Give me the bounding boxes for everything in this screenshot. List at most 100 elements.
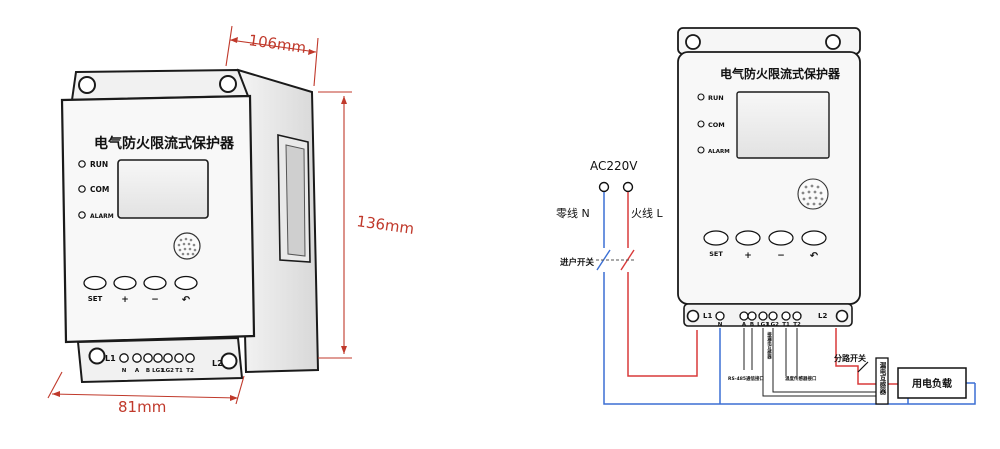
load-box [897, 367, 967, 399]
wiring-minus-button[interactable] [768, 230, 794, 246]
terminal-label: B [750, 322, 754, 328]
wiring-set-button[interactable] [703, 230, 729, 246]
indicator-com-label: COM [90, 185, 109, 194]
incoming-switch-label: 进户开关 [560, 257, 595, 268]
terminal-label: T1 [782, 322, 790, 328]
wiring-set-label: SET [709, 250, 723, 258]
terminal-screw-icon [132, 353, 142, 363]
leak-sensor-label: 漏电互感器 [878, 361, 887, 396]
terminal-label: T2 [793, 322, 801, 328]
rs485-note: RS-485通信接口 [728, 375, 764, 382]
leak-sensor-note: 接漏电互感器 [767, 331, 773, 361]
device-front-panel [60, 94, 256, 344]
plus-button[interactable] [113, 275, 137, 291]
branch-switch-label: 分路开关 [834, 353, 866, 363]
terminal-screw-icon [758, 311, 768, 321]
mount-hole-icon [825, 34, 841, 50]
led-icon [697, 93, 705, 101]
width-dimension-label: 81mm [118, 398, 166, 416]
terminal-screw-icon [153, 353, 163, 363]
set-button-label: SET [88, 295, 103, 303]
mount-hole-icon [220, 352, 238, 370]
load-label: 用电负载 [911, 377, 952, 390]
set-button[interactable] [83, 275, 107, 291]
wiring-device-body [677, 51, 861, 305]
indicator-group: RUN COM ALARM [78, 160, 114, 220]
wiring-run-label: RUN [708, 94, 724, 102]
minus-button[interactable] [143, 275, 167, 291]
terminal-label: T1 [175, 368, 183, 374]
wiring-l2-label: L2 [818, 312, 827, 320]
neutral-terminal-icon [598, 181, 610, 193]
minus-button-label: − [151, 295, 159, 305]
wiring-terminal-strip [683, 303, 853, 327]
led-icon [78, 211, 86, 219]
indicator-alarm-label: ALARM [90, 213, 114, 220]
terminal-screw-icon [174, 353, 184, 363]
wiring-plus-label: + [744, 251, 752, 261]
back-icon: ↶ [810, 251, 819, 262]
led-icon [78, 185, 86, 193]
mount-hole-icon [78, 76, 96, 94]
indicator-run-label: RUN [90, 160, 108, 169]
wiring-alarm-label: ALARM [708, 149, 730, 155]
mount-hole-icon [219, 75, 237, 93]
terminal-screw-icon [739, 311, 749, 321]
terminal-l1-label: L1 [105, 354, 116, 363]
leak-sensor-box [875, 357, 889, 405]
dimension-lines [47, 25, 352, 405]
wires [596, 192, 976, 405]
wiring-diagram: 电气防火限流式保护器 RUN COM ALARM SET + − ↶ L1 [556, 27, 976, 405]
led-icon [697, 120, 705, 128]
terminal-label: LG1 [757, 322, 769, 328]
terminal-screw-icon [119, 353, 129, 363]
terminal-screw-icon [768, 311, 778, 321]
neutral-label: 零线 N [556, 206, 590, 220]
led-icon [78, 160, 86, 168]
led-icon [697, 146, 705, 154]
wiring-l1-label: L1 [703, 312, 712, 320]
wiring-lcd-screen [736, 91, 830, 159]
terminal-label: B [146, 368, 150, 374]
terminal-label: N [718, 322, 723, 328]
mount-hole-icon [685, 34, 701, 50]
terminal-label: LG2 [162, 368, 174, 374]
terminal-screw-icon [163, 353, 173, 363]
button-row: SET + − ↶ [83, 275, 198, 306]
back-button[interactable] [174, 275, 198, 291]
terminal-screw-icon [747, 311, 757, 321]
wiring-device-title: 电气防火限流式保护器 [720, 66, 841, 81]
mount-hole-icon [835, 309, 849, 323]
buzzer-icon [173, 232, 201, 260]
terminal-screw-icon [143, 353, 153, 363]
terminal-label: A [742, 322, 747, 328]
plus-button-label: + [121, 295, 129, 305]
supply-voltage-label: AC220V [590, 159, 638, 173]
terminal-label: T2 [186, 368, 194, 374]
mount-hole-icon [686, 309, 700, 323]
wiring-com-label: COM [708, 121, 725, 129]
height-dimension-label: 136mm [355, 212, 415, 238]
live-terminal-icon [622, 181, 634, 193]
terminal-screw-icon [185, 353, 195, 363]
wiring-plus-button[interactable] [735, 230, 761, 246]
buzzer-icon [797, 178, 829, 210]
temp-sensor-note: 温度传感器接口 [785, 375, 817, 382]
back-icon: ↶ [182, 295, 191, 306]
mount-hole-icon [88, 347, 106, 365]
terminal-l2-label: L2 [212, 359, 223, 368]
wiring-minus-label: − [777, 251, 785, 261]
device-3d-view: 电气防火限流式保护器 RUN COM ALARM [60, 68, 320, 384]
wiring-back-button[interactable] [801, 230, 827, 246]
dimension-arrowheads [52, 37, 347, 401]
terminal-label: A [135, 368, 140, 374]
terminal-screw-icon [715, 311, 725, 321]
device-title: 电气防火限流式保护器 [94, 135, 235, 152]
terminal-label: LG1 [152, 368, 164, 374]
terminal-label: LG2 [767, 322, 779, 328]
branch-switch-icon [857, 361, 869, 373]
terminal-screw-icon [781, 311, 791, 321]
